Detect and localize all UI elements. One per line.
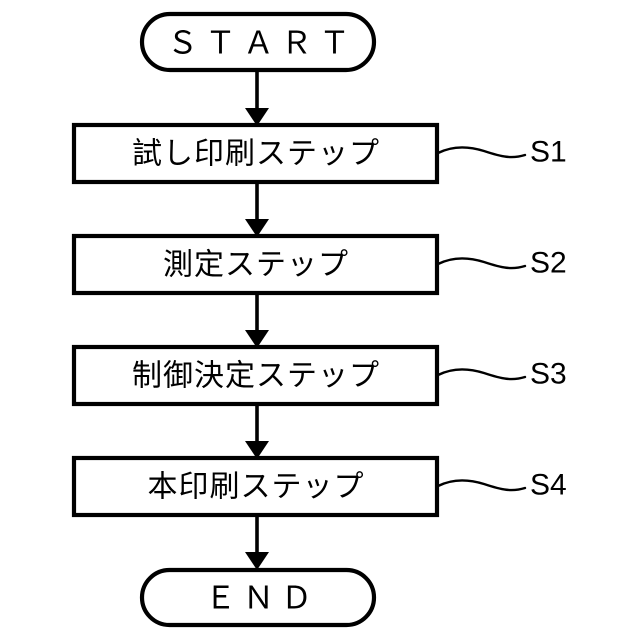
- process-node-step4-label: 本印刷ステップ: [148, 470, 365, 505]
- step-ref-label-s4: S4: [530, 469, 567, 502]
- leader-line-s3: S3: [436, 358, 567, 391]
- process-node-step1[interactable]: 試し印刷ステップ: [71, 122, 440, 185]
- process-node-step1-label: 試し印刷ステップ: [132, 137, 380, 172]
- start-node-label: ＳＴＡＲＴ: [167, 26, 357, 61]
- connector-arrow-step4-to-end: [245, 515, 269, 570]
- connector-arrow-step2-to-step3: [245, 293, 269, 348]
- leader-curve-s1: [436, 146, 527, 159]
- process-node-step4-shape: [71, 455, 440, 518]
- process-node-step3-label: 制御決定ステップ: [132, 359, 380, 394]
- process-node-step3[interactable]: 制御決定ステップ: [71, 344, 440, 407]
- process-node-step4[interactable]: 本印刷ステップ: [71, 455, 440, 518]
- connector-arrow-step1-to-step2: [245, 182, 269, 237]
- arrow-head: [245, 552, 269, 570]
- leader-line-s1: S1: [436, 136, 567, 169]
- start-node[interactable]: ＳＴＡＲＴ: [139, 11, 377, 73]
- arrow-head: [245, 330, 269, 348]
- step-ref-label-s1: S1: [530, 136, 567, 169]
- leader-curve-s4: [436, 479, 527, 492]
- connector-arrow-start-to-step1: [245, 70, 269, 126]
- connector-arrow-step3-to-step4: [245, 404, 269, 459]
- process-node-step2[interactable]: 測定ステップ: [71, 233, 440, 296]
- end-node[interactable]: ＥＮＤ: [139, 567, 377, 628]
- leader-line-s4: S4: [436, 469, 567, 502]
- end-node-label: ＥＮＤ: [205, 581, 319, 616]
- arrow-head: [245, 108, 269, 126]
- step-ref-label-s3: S3: [530, 358, 567, 391]
- process-node-step2-label: 測定ステップ: [163, 248, 349, 283]
- arrow-head: [245, 441, 269, 459]
- step-ref-label-s2: S2: [530, 247, 567, 280]
- process-node-step2-shape: [71, 233, 440, 296]
- leader-line-s2: S2: [436, 247, 567, 280]
- leader-curve-s3: [436, 368, 527, 381]
- leader-curve-s2: [436, 257, 527, 270]
- end-node-shape: [139, 567, 377, 628]
- arrow-head: [245, 219, 269, 237]
